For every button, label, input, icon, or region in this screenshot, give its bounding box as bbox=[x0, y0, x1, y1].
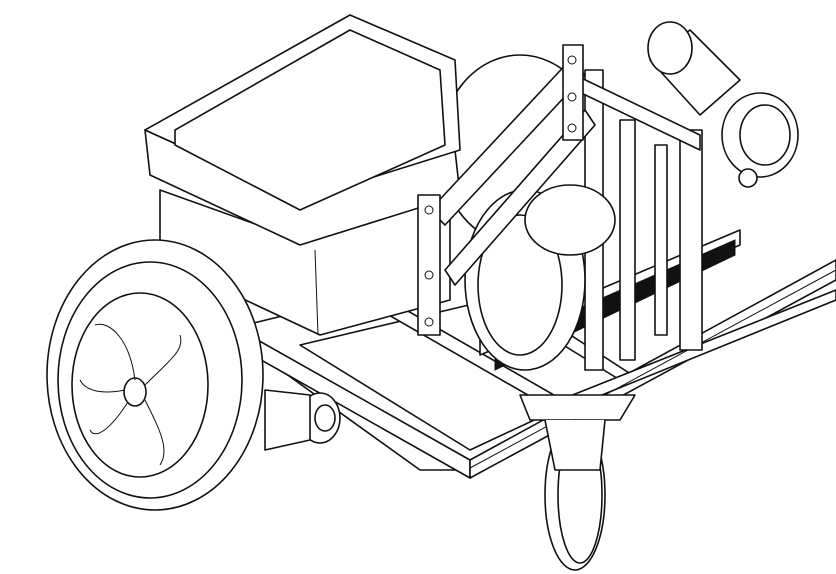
battery-box bbox=[144, 14, 461, 336]
motor bbox=[647, 21, 799, 188]
mast-bracket bbox=[417, 44, 596, 336]
rear-wheel bbox=[46, 239, 264, 511]
caster-wheel bbox=[519, 394, 636, 571]
aluminum-frame bbox=[239, 229, 836, 479]
axle-hub bbox=[264, 389, 341, 451]
